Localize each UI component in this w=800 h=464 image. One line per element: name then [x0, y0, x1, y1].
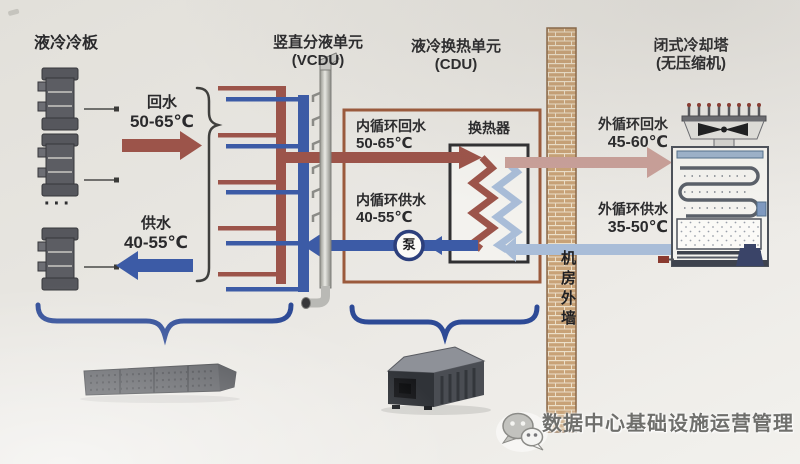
wechat-icon: [496, 412, 548, 452]
tower-header: [676, 150, 764, 159]
cold-riser-pipe: [298, 95, 309, 292]
cdu-title-line2: (CDU): [434, 56, 478, 73]
inner-loop-supply-name: 内循环供水: [356, 192, 426, 208]
photo-artifact: [8, 8, 20, 16]
wall-label: 机房外墙: [559, 250, 576, 330]
return-water-name: 回水: [146, 94, 177, 111]
pump-label: 泵: [402, 237, 416, 252]
cold-plate: [37, 227, 79, 291]
return-water-temp: 50-65℃: [129, 112, 195, 131]
outer-loop-return-name: 外循环回水: [598, 116, 668, 132]
cold-plate: [37, 133, 79, 197]
vcdu-title-line2: (VCDU): [291, 52, 345, 69]
supply-water-label: 供水 40-55℃: [110, 215, 202, 253]
inner-loop-return-name: 内循环回水: [356, 118, 426, 134]
inner-loop-return-temp: 50-65℃: [356, 134, 413, 152]
outer-loop-supply-name: 外循环供水: [598, 201, 668, 217]
cold-plate-title: 液冷冷板: [34, 35, 99, 52]
supply-water-arrow: [116, 251, 193, 280]
inner-loop-return-label: 内循环回水 50-65℃: [356, 118, 426, 153]
tower-foot: [736, 248, 764, 266]
manifold-outlet: [301, 297, 311, 309]
outer-loop-return-label: 外循环回水 45-60℃: [576, 116, 668, 152]
cold-plate-stack: [37, 67, 119, 291]
outer-loop-supply-temp: 35-50℃: [607, 218, 668, 236]
supply-water-name: 供水: [140, 215, 171, 232]
drain-valve: [658, 256, 669, 263]
hot-riser-pipe: [276, 86, 286, 284]
return-water-arrow: [122, 131, 202, 160]
cdu-device-image: [381, 346, 491, 415]
tower-nozzles: [687, 103, 761, 116]
hot-branch-pipes: [218, 86, 286, 277]
rack-device-image: [80, 363, 240, 403]
cdu-title-line1: 液冷换热单元: [410, 38, 501, 55]
cold-branch-pipes: [226, 97, 309, 292]
cdu-section-brace: [349, 304, 540, 345]
inner-loop-piping: [218, 86, 482, 292]
vcdu-title-line1: 竖直分液单元: [272, 34, 363, 51]
cold-plate: [37, 67, 79, 131]
watermark-text: 数据中心基础设施运营管理: [542, 413, 794, 435]
machine-room-wall: [546, 27, 577, 433]
supply-water-temp: 40-55℃: [123, 233, 189, 252]
rack-section-brace: [35, 302, 294, 346]
vcdu-title: 竖直分液单元 (VCDU): [238, 34, 398, 70]
tower-title-line2: (无压缩机): [656, 55, 726, 72]
cdu-title: 液冷换热单元 (CDU): [378, 38, 534, 74]
inner-loop-supply-temp: 40-55℃: [356, 208, 413, 226]
server-ellipsis: ···: [44, 193, 73, 215]
tower-title: 闭式冷却塔 (无压缩机): [612, 37, 770, 73]
return-water-label: 回水 50-65℃: [116, 94, 208, 132]
outer-loop-return-temp: 45-60℃: [607, 133, 668, 151]
inner-loop-supply-label: 内循环供水 40-55℃: [356, 192, 426, 227]
heat-exchanger-label: 换热器: [468, 120, 510, 136]
cooling-tower: [658, 103, 769, 267]
outer-loop-supply-label: 外循环供水 35-50℃: [576, 201, 668, 237]
tower-title-line1: 闭式冷却塔: [653, 37, 729, 54]
